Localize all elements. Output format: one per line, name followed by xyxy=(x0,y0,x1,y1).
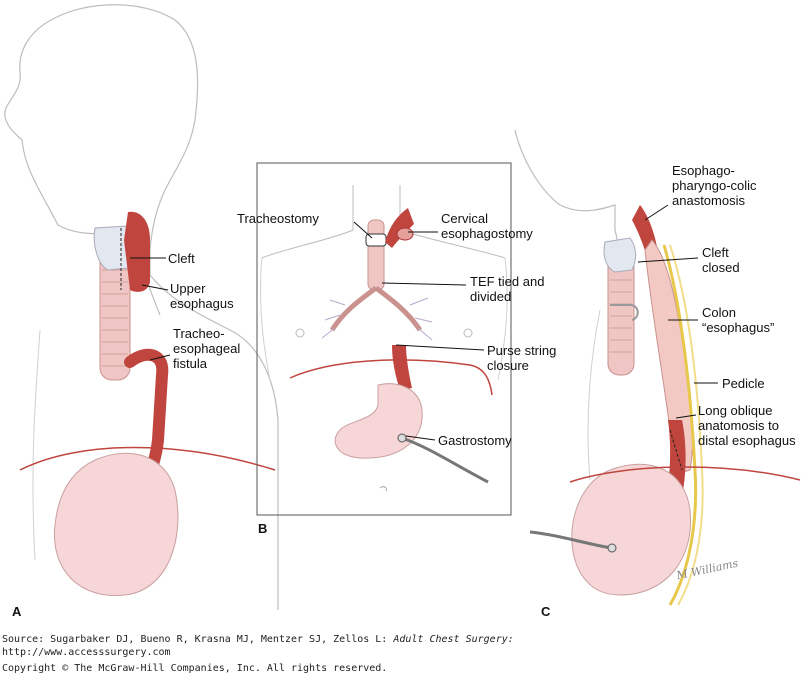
panel-a-drawing xyxy=(4,4,279,610)
label-cervical-line1: Cervical xyxy=(441,211,488,226)
label-gastrostomy: Gastrostomy xyxy=(438,433,512,448)
stomach-c xyxy=(571,463,692,596)
gastrostomy-site-c xyxy=(607,543,617,553)
label-cervical-line2: esophagostomy xyxy=(441,226,533,241)
source-prefix: Source: Sugarbaker DJ, Bueno R, Krasna M… xyxy=(2,634,394,645)
gastrostomy-tube-c xyxy=(529,530,613,550)
diaphragm-b xyxy=(289,359,493,396)
source-citation: Source: Sugarbaker DJ, Bueno R, Krasna M… xyxy=(2,634,514,646)
label-epc-line1: Esophago- xyxy=(672,163,735,178)
cervical-esophagus-b xyxy=(385,208,414,248)
label-tef-line1: Tracheo- xyxy=(173,326,225,341)
label-colon-line1: Colon xyxy=(702,305,736,320)
trach-tube-c xyxy=(610,304,639,321)
label-tef-line3: fistula xyxy=(173,356,207,371)
shoulder-a xyxy=(149,274,279,610)
leader-lines xyxy=(130,204,718,441)
panel-letter-b: B xyxy=(258,521,268,536)
bronchi-b xyxy=(329,285,423,332)
navel-b xyxy=(379,486,387,492)
esophageal-stump-b xyxy=(392,345,412,390)
larynx-c xyxy=(603,237,637,273)
diaphragm-c xyxy=(569,466,801,483)
label-upper-esophagus-line2: esophagus xyxy=(170,296,234,311)
label-pedicle: Pedicle xyxy=(722,376,765,391)
stomach-b xyxy=(334,383,423,459)
stoma-b xyxy=(396,227,414,241)
panel-c-drawing xyxy=(514,129,801,606)
label-purse-string-line1: Purse string xyxy=(487,343,557,358)
nipple-left-b xyxy=(295,328,305,338)
panel-b-drawing xyxy=(256,162,512,516)
label-tracheostomy: Tracheostomy xyxy=(237,211,319,226)
anastomosis-dash-c xyxy=(669,429,683,471)
label-oblique-line3: distal esophagus xyxy=(698,433,796,448)
panel-b-frame xyxy=(256,162,512,516)
trachea-b xyxy=(367,219,385,291)
label-upper-esophagus-line1: Upper xyxy=(170,281,206,296)
gastrostomy-tube-b xyxy=(401,436,489,484)
label-oblique-line2: anatomosis to xyxy=(698,418,779,433)
label-epc-line3: anastomosis xyxy=(672,193,745,208)
label-cleft-closed-line2: closed xyxy=(702,260,740,275)
bronchioles-b xyxy=(321,297,433,341)
stomach-a xyxy=(53,452,179,597)
source-url: http://www.accesssurgery.com xyxy=(2,647,171,658)
label-oblique-line1: Long oblique xyxy=(698,403,773,418)
torso-outline-b xyxy=(259,257,508,381)
label-colon-line2: “esophagus” xyxy=(702,320,775,335)
label-epc-line2: pharyngo-colic xyxy=(672,178,757,193)
upper-esophagus-a xyxy=(124,211,150,292)
gastrostomy-site-b xyxy=(397,433,407,443)
label-tef-tied-line1: TEF tied and xyxy=(470,274,545,289)
torso-c xyxy=(587,309,601,481)
copyright: Copyright © The McGraw-Hill Companies, I… xyxy=(2,663,388,674)
label-cleft-closed-line1: Cleft xyxy=(702,245,729,260)
label-tef-tied-line2: divided xyxy=(470,289,512,304)
label-cleft: Cleft xyxy=(168,251,195,266)
pedicle-c-2 xyxy=(669,244,704,606)
diaphragm-a xyxy=(19,446,276,471)
torso-front-a xyxy=(32,329,41,561)
label-tef-line2: esophageal xyxy=(173,341,241,356)
pedicle-c xyxy=(662,244,698,606)
panel-letter-c: C xyxy=(541,604,551,619)
source-title: Adult Chest Surgery: xyxy=(393,634,514,645)
label-purse-string-line2: closure xyxy=(487,358,529,373)
panel-letter-a: A xyxy=(12,604,22,619)
nipple-right-b xyxy=(463,328,473,338)
